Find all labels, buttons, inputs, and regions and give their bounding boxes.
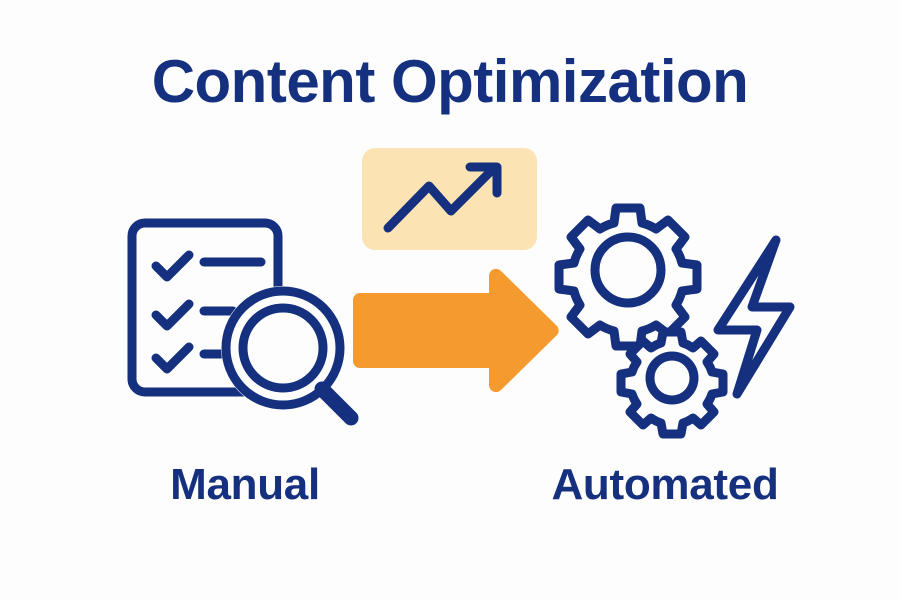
check-icon-3 <box>151 342 194 374</box>
growth-card <box>362 148 537 250</box>
magnifier-handle <box>314 381 359 426</box>
magnifier-outer-ring <box>221 286 345 410</box>
check-icon-1 <box>151 250 194 282</box>
small-gear-backing <box>620 331 724 435</box>
gears-lightning-icon <box>554 203 795 439</box>
trending-up-arrowhead <box>465 162 502 198</box>
page-title: Content Optimization <box>151 48 749 115</box>
clipboard-outline-left <box>127 218 271 397</box>
stage-label-manual: Manual <box>170 460 320 509</box>
magnifier-inner-ring <box>238 303 328 393</box>
right-arrow-shape <box>353 268 559 393</box>
stage-label-automated: Automated <box>551 460 779 509</box>
small-gear-hub <box>645 351 699 405</box>
large-gear-icon <box>554 203 702 351</box>
growth-card-background <box>362 148 537 250</box>
clipboard-checklist-magnifier-icon <box>127 218 359 426</box>
small-gear-body <box>616 327 728 439</box>
right-arrow-icon <box>353 268 559 393</box>
trending-up-arrow-icon <box>383 165 497 233</box>
clipboard-outline-right <box>260 218 283 299</box>
large-gear-hub <box>590 232 666 308</box>
large-gear-body <box>554 203 702 351</box>
check-icon-2 <box>151 299 194 331</box>
lightning-bolt-icon <box>713 235 795 399</box>
small-gear-icon <box>616 327 728 439</box>
